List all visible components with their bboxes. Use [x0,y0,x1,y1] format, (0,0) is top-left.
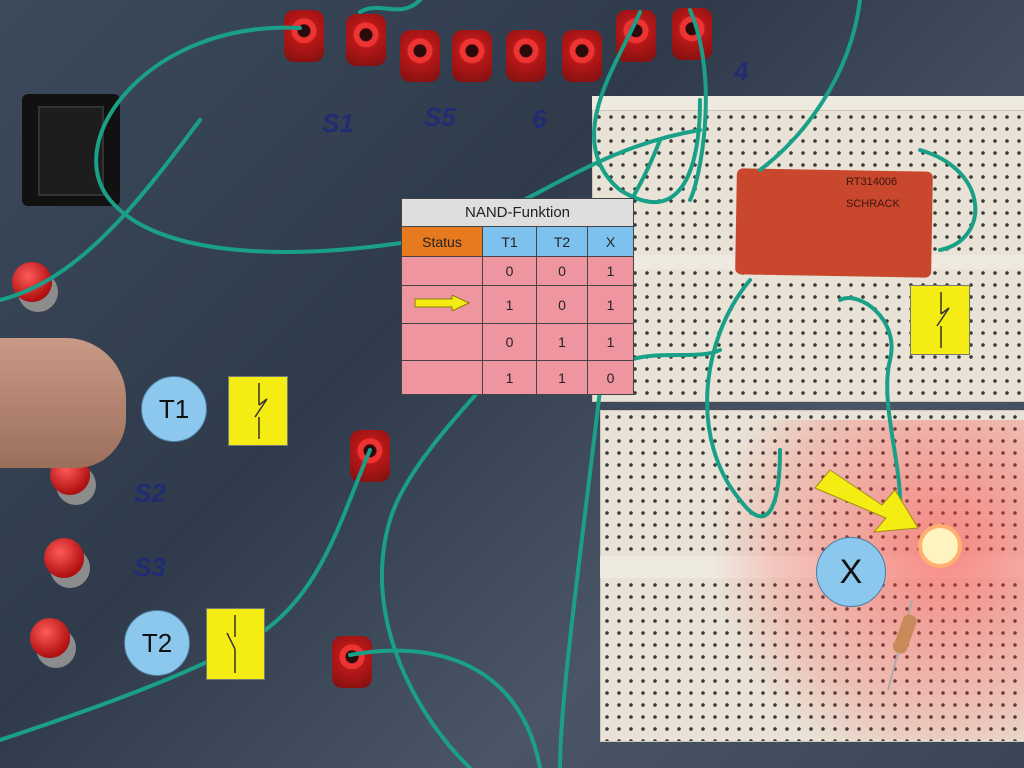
wire [592,10,702,204]
cell-x: 0 [587,360,634,395]
push-button [30,618,70,658]
push-button [44,538,84,578]
relay-contact-icon [936,292,950,348]
status-cell [401,285,483,324]
relay-brand-text: SCHRACK [846,198,900,210]
table-row: 0 1 1 [401,323,634,361]
resistor [893,614,917,654]
table-row: 1 0 1 [401,285,634,324]
wire [758,0,862,172]
wire [558,388,602,768]
status-cell [401,323,483,361]
finger [0,338,126,468]
wire [0,118,202,302]
cell-x: 1 [587,285,634,324]
nc-contact-icon [254,383,268,439]
current-state-arrow-icon [414,294,471,312]
label-t2: T2 [124,610,190,676]
cell-t1: 0 [482,256,537,286]
label-x: X [816,537,886,607]
wire [94,25,702,254]
wire [358,0,422,14]
mark-s1: S1 [322,108,354,138]
arrow-to-led-icon [814,469,919,533]
socket [346,14,386,66]
socket [562,30,602,82]
cell-t1: 1 [482,285,537,324]
header-status: Status [401,226,483,257]
socket [350,430,390,482]
socket [452,30,492,82]
header-x: X [587,226,634,257]
wire [918,148,978,252]
label-t1-text: T1 [158,393,190,424]
mark-s2: S2 [134,478,166,508]
switch-symbol-t2 [206,608,265,680]
wire [838,296,902,502]
cell-t1: 1 [482,360,537,395]
cell-t2: 1 [536,323,588,361]
header-t2: T2 [536,226,588,257]
header-t1: T1 [482,226,537,257]
wire [628,348,722,362]
socket [332,636,372,688]
mark-s3: S3 [134,552,166,582]
wire [705,278,782,519]
cell-t2: 0 [536,285,588,324]
mark-s5: S5 [424,102,456,132]
table-title: NAND-Funktion [401,198,634,227]
power-switch-rocker [38,106,104,196]
mark-4: 4 [734,56,749,86]
label-t1: T1 [141,376,207,442]
switch-symbol-t1 [228,376,288,446]
mark-6: 6 [532,104,547,134]
label-t2-text: T2 [141,627,173,658]
socket [400,30,440,82]
socket [506,30,546,82]
cell-x: 1 [587,256,634,286]
cell-t1: 0 [482,323,537,361]
relay-model-text: RT314006 [846,176,898,188]
nand-truth-table: NAND-Funktion Status T1 T2 X 0 0 1 1 0 1… [401,198,634,395]
table-row: 1 1 0 [401,360,634,395]
label-x-text: X [839,552,863,591]
wire [0,448,372,742]
cell-x: 1 [587,323,634,361]
no-contact-icon [226,615,236,673]
status-cell [401,360,483,395]
table-row: 0 0 1 [401,256,634,286]
status-cell [401,256,483,286]
cell-t2: 0 [536,256,588,286]
wire [688,8,708,202]
wire [348,648,542,768]
led [918,524,962,568]
socket [284,10,324,62]
switch-symbol-relay [910,285,970,355]
cell-t2: 1 [536,360,588,395]
